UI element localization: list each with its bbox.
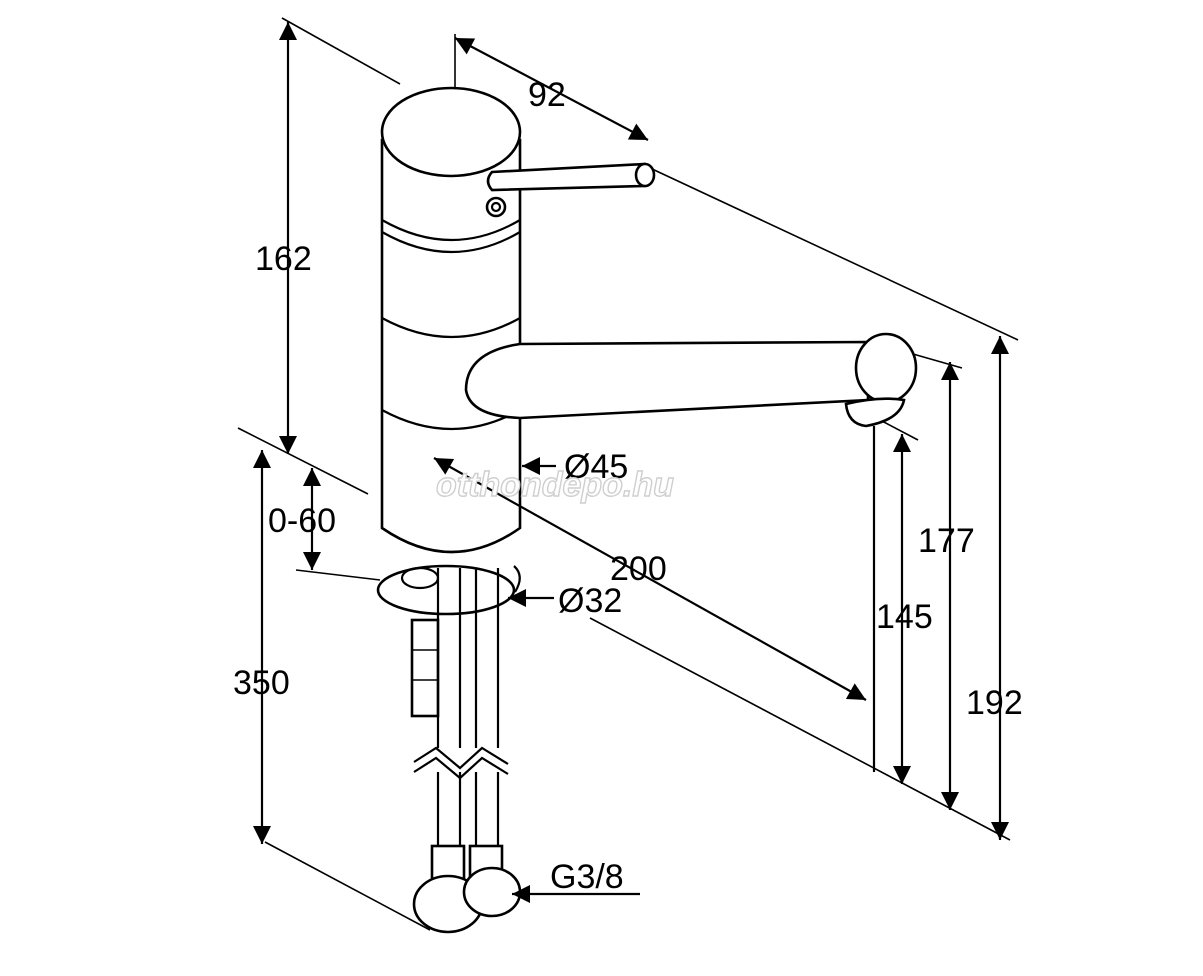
dim-0-60: 0-60: [268, 502, 336, 540]
dim-g3-8: G3/8: [550, 858, 624, 896]
mounting-parts: [376, 564, 522, 934]
dimension-lines: [253, 22, 1009, 903]
dim-200: 200: [610, 550, 667, 588]
dim-192: 192: [966, 684, 1023, 722]
dimension-labels: 92 162 0-60 350 Ø45 200 Ø32 177 145 192 …: [233, 76, 1023, 896]
dim-d45: Ø45: [564, 448, 628, 486]
dim-177: 177: [918, 522, 975, 560]
dim-162: 162: [255, 240, 312, 278]
dim-350: 350: [233, 664, 290, 702]
dim-145: 145: [876, 598, 933, 636]
watermark-text: otthondepo.hu: [436, 466, 674, 504]
dim-d32: Ø32: [558, 582, 622, 620]
dim-92: 92: [528, 76, 566, 114]
